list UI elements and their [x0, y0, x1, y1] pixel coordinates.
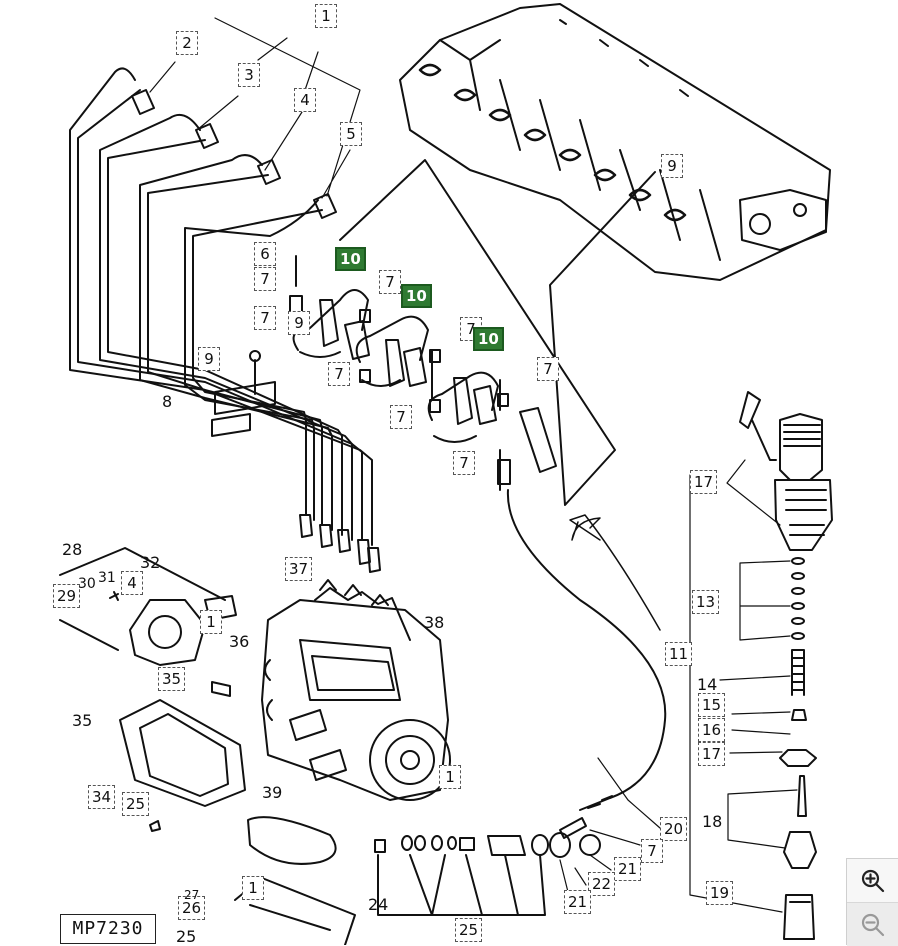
label-30: 30	[78, 576, 96, 592]
label-25: 25	[176, 927, 197, 946]
diagram-reference-code: MP7230	[60, 914, 156, 944]
callout-16[interactable]: 16	[698, 718, 726, 742]
callout-1[interactable]: 1	[439, 765, 461, 789]
label-28: 28	[62, 540, 83, 559]
zoom-controls	[846, 858, 898, 946]
label-38: 38	[424, 613, 445, 632]
callout-9[interactable]: 9	[288, 311, 310, 335]
injector-drawing	[739, 391, 833, 940]
injection-pump-drawing	[261, 579, 451, 801]
callout-15[interactable]: 15	[698, 693, 726, 717]
label-24: 24	[368, 895, 389, 914]
label-14: 14	[697, 675, 718, 694]
callout-2[interactable]: 2	[176, 31, 198, 55]
callout-4[interactable]: 4	[294, 88, 316, 112]
callout-7[interactable]: 7	[390, 405, 412, 429]
callout-1[interactable]: 1	[200, 610, 222, 634]
callout-17[interactable]: 17	[690, 470, 718, 494]
callout-7[interactable]: 7	[537, 357, 559, 381]
callout-34[interactable]: 34	[88, 785, 116, 809]
zoom-out-button[interactable]	[847, 903, 898, 946]
gaskets-drawing	[119, 681, 356, 945]
label-18: 18	[702, 812, 723, 831]
callout-7[interactable]: 7	[328, 362, 350, 386]
callout-1[interactable]: 1	[242, 876, 264, 900]
leader-lines	[149, 17, 798, 913]
callout-21[interactable]: 21	[564, 890, 592, 914]
callout-1[interactable]: 1	[315, 4, 337, 28]
zoom-in-icon	[861, 869, 885, 892]
callout-10-highlighted[interactable]: 10	[473, 327, 504, 351]
label-32: 32	[140, 553, 161, 572]
callout-20[interactable]: 20	[660, 817, 688, 841]
callout-13[interactable]: 13	[692, 590, 720, 614]
callout-26[interactable]: 26	[178, 896, 206, 920]
label-27: 27	[184, 888, 200, 902]
callout-35[interactable]: 35	[158, 667, 186, 691]
label-36: 36	[229, 632, 250, 651]
callout-10-highlighted[interactable]: 10	[401, 284, 432, 308]
callout-7[interactable]: 7	[379, 270, 401, 294]
injection-lines-drawing	[69, 67, 381, 573]
fittings-drawing	[374, 795, 613, 916]
flow-arrow	[571, 517, 601, 541]
callout-9[interactable]: 9	[198, 347, 220, 371]
callout-5[interactable]: 5	[340, 122, 362, 146]
label-31: 31	[98, 570, 116, 586]
callout-17[interactable]: 17	[698, 742, 726, 766]
label-8: 8	[162, 392, 173, 411]
callout-11[interactable]: 11	[665, 642, 693, 666]
zoom-in-button[interactable]	[847, 859, 898, 903]
callout-25[interactable]: 25	[122, 792, 150, 816]
callout-25[interactable]: 25	[455, 918, 483, 942]
zoom-out-icon	[861, 913, 885, 936]
label-35: 35	[72, 711, 93, 730]
callout-19[interactable]: 19	[706, 881, 734, 905]
callout-6[interactable]: 6	[254, 242, 276, 266]
callout-10-highlighted[interactable]: 10	[335, 247, 366, 271]
callout-29[interactable]: 29	[53, 584, 81, 608]
callout-7[interactable]: 7	[254, 306, 276, 330]
callout-7[interactable]: 7	[453, 451, 475, 475]
callout-21[interactable]: 21	[614, 857, 642, 881]
callout-37[interactable]: 37	[285, 557, 313, 581]
cylinder-head-drawing	[399, 3, 831, 281]
callout-9[interactable]: 9	[661, 154, 683, 178]
callout-4[interactable]: 4	[121, 571, 143, 595]
label-39: 39	[262, 783, 283, 802]
leakoff-lines-drawing	[289, 159, 667, 811]
callout-3[interactable]: 3	[238, 63, 260, 87]
callout-7[interactable]: 7	[254, 267, 276, 291]
callout-22[interactable]: 22	[588, 872, 616, 896]
callout-7[interactable]: 7	[641, 839, 663, 863]
